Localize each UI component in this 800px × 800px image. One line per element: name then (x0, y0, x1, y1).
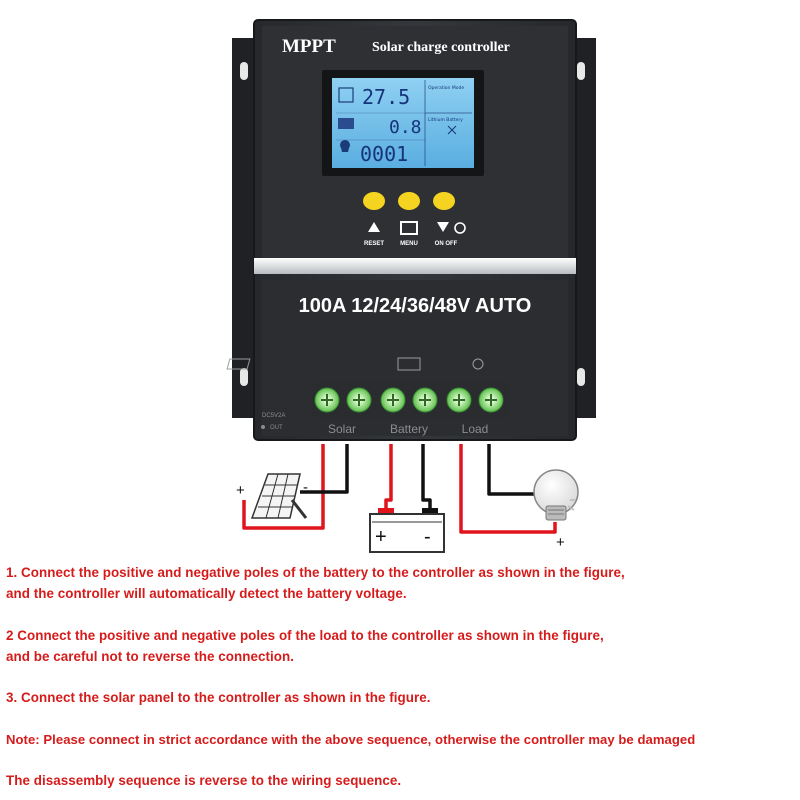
brand-label: MPPT (282, 36, 336, 57)
mount-hole-icon (577, 62, 585, 80)
terminal-screw (478, 387, 504, 413)
terminal-symbols (226, 357, 484, 371)
battery-negative-wire (421, 444, 432, 512)
instruction-note: Note: Please connect in strict accordanc… (6, 732, 696, 747)
silver-strip (254, 258, 576, 274)
instruction-step3: 3. Connect the solar panel to the contro… (6, 690, 431, 705)
battery-positive-wire (384, 444, 393, 512)
load-terminal-label: Load (462, 422, 489, 436)
menu-button[interactable] (398, 192, 420, 210)
solar-minus-sign: - (303, 479, 308, 496)
solar-panel-icon (250, 473, 308, 519)
lcd-display: 27.5 0.8 0001 Operation Mode Lithium Bat… (322, 70, 484, 176)
reset-label: RESET (364, 241, 384, 247)
battery-symbol-icon (397, 357, 421, 371)
solar-negative-wire (300, 444, 349, 494)
terminal-screw (412, 387, 438, 413)
mount-hole-icon (240, 368, 248, 386)
solar-plus-sign: + (236, 482, 245, 499)
battery-minus-sign: - (424, 526, 431, 548)
usb-label-1: DC5V2A (262, 413, 285, 419)
solar-positive-wire (242, 444, 325, 530)
onoff-label: ON OFF (435, 241, 458, 247)
solar-terminal-label: Solar (328, 422, 356, 436)
control-buttons: RESET MENU ON OFF (363, 192, 466, 247)
down-triangle-icon (437, 222, 449, 232)
instruction-step1-line2: and the controller will automatically de… (6, 586, 407, 601)
model-label: 100A 12/24/36/48V AUTO (299, 295, 532, 317)
load-plus-sign: + (556, 534, 565, 551)
bulb-icon (339, 140, 350, 152)
instruction-step2-line2: and be careful not to reverse the connec… (6, 649, 294, 664)
wires (242, 444, 557, 534)
solar-panel-symbol-icon (226, 358, 251, 370)
onoff-button[interactable] (433, 192, 455, 210)
terminal-screw (314, 387, 340, 413)
lcd-panel-label-2: Lithium Battery (428, 117, 463, 123)
terminal-screw (380, 387, 406, 413)
battery-plus-sign: + (375, 526, 387, 548)
panel-icon (338, 87, 354, 103)
lcd-panel-label-1: Operation Mode (428, 85, 464, 91)
lamp-symbol-icon (472, 358, 484, 370)
instruction-step1-line1: 1. Connect the positive and negative pol… (6, 565, 625, 580)
load-positive-wire (459, 444, 557, 534)
terminal-screw (346, 387, 372, 413)
reset-button[interactable] (363, 192, 385, 210)
load-negative-wire (487, 444, 540, 496)
menu-label: MENU (400, 241, 418, 247)
usb-label-2: OUT (270, 425, 283, 431)
mount-hole-icon (577, 368, 585, 386)
battery-icon (338, 118, 354, 129)
light-bulb-icon (533, 469, 579, 521)
wiring-diagram: MPPT Solar charge controller 27.5 0.8 00… (226, 19, 596, 553)
lcd-cross-icon (447, 125, 457, 135)
usb-port-icon (261, 425, 265, 429)
mount-hole-icon (240, 62, 248, 80)
menu-box-icon (400, 221, 418, 235)
battery-icon (369, 508, 445, 553)
terminal-screw (446, 387, 472, 413)
instruction-disassembly: The disassembly sequence is reverse to t… (6, 773, 402, 788)
lcd-reading-1: 27.5 (362, 85, 410, 109)
battery-terminal-label: Battery (390, 422, 428, 436)
instruction-step2-line1: 2 Connect the positive and negative pole… (6, 628, 604, 643)
up-triangle-icon (368, 222, 380, 232)
product-label: Solar charge controller (372, 40, 510, 55)
lcd-reading-3: 0001 (360, 142, 408, 166)
lcd-reading-2: 0.8 (389, 117, 422, 138)
terminal-block (312, 382, 510, 418)
power-icon (454, 222, 466, 234)
